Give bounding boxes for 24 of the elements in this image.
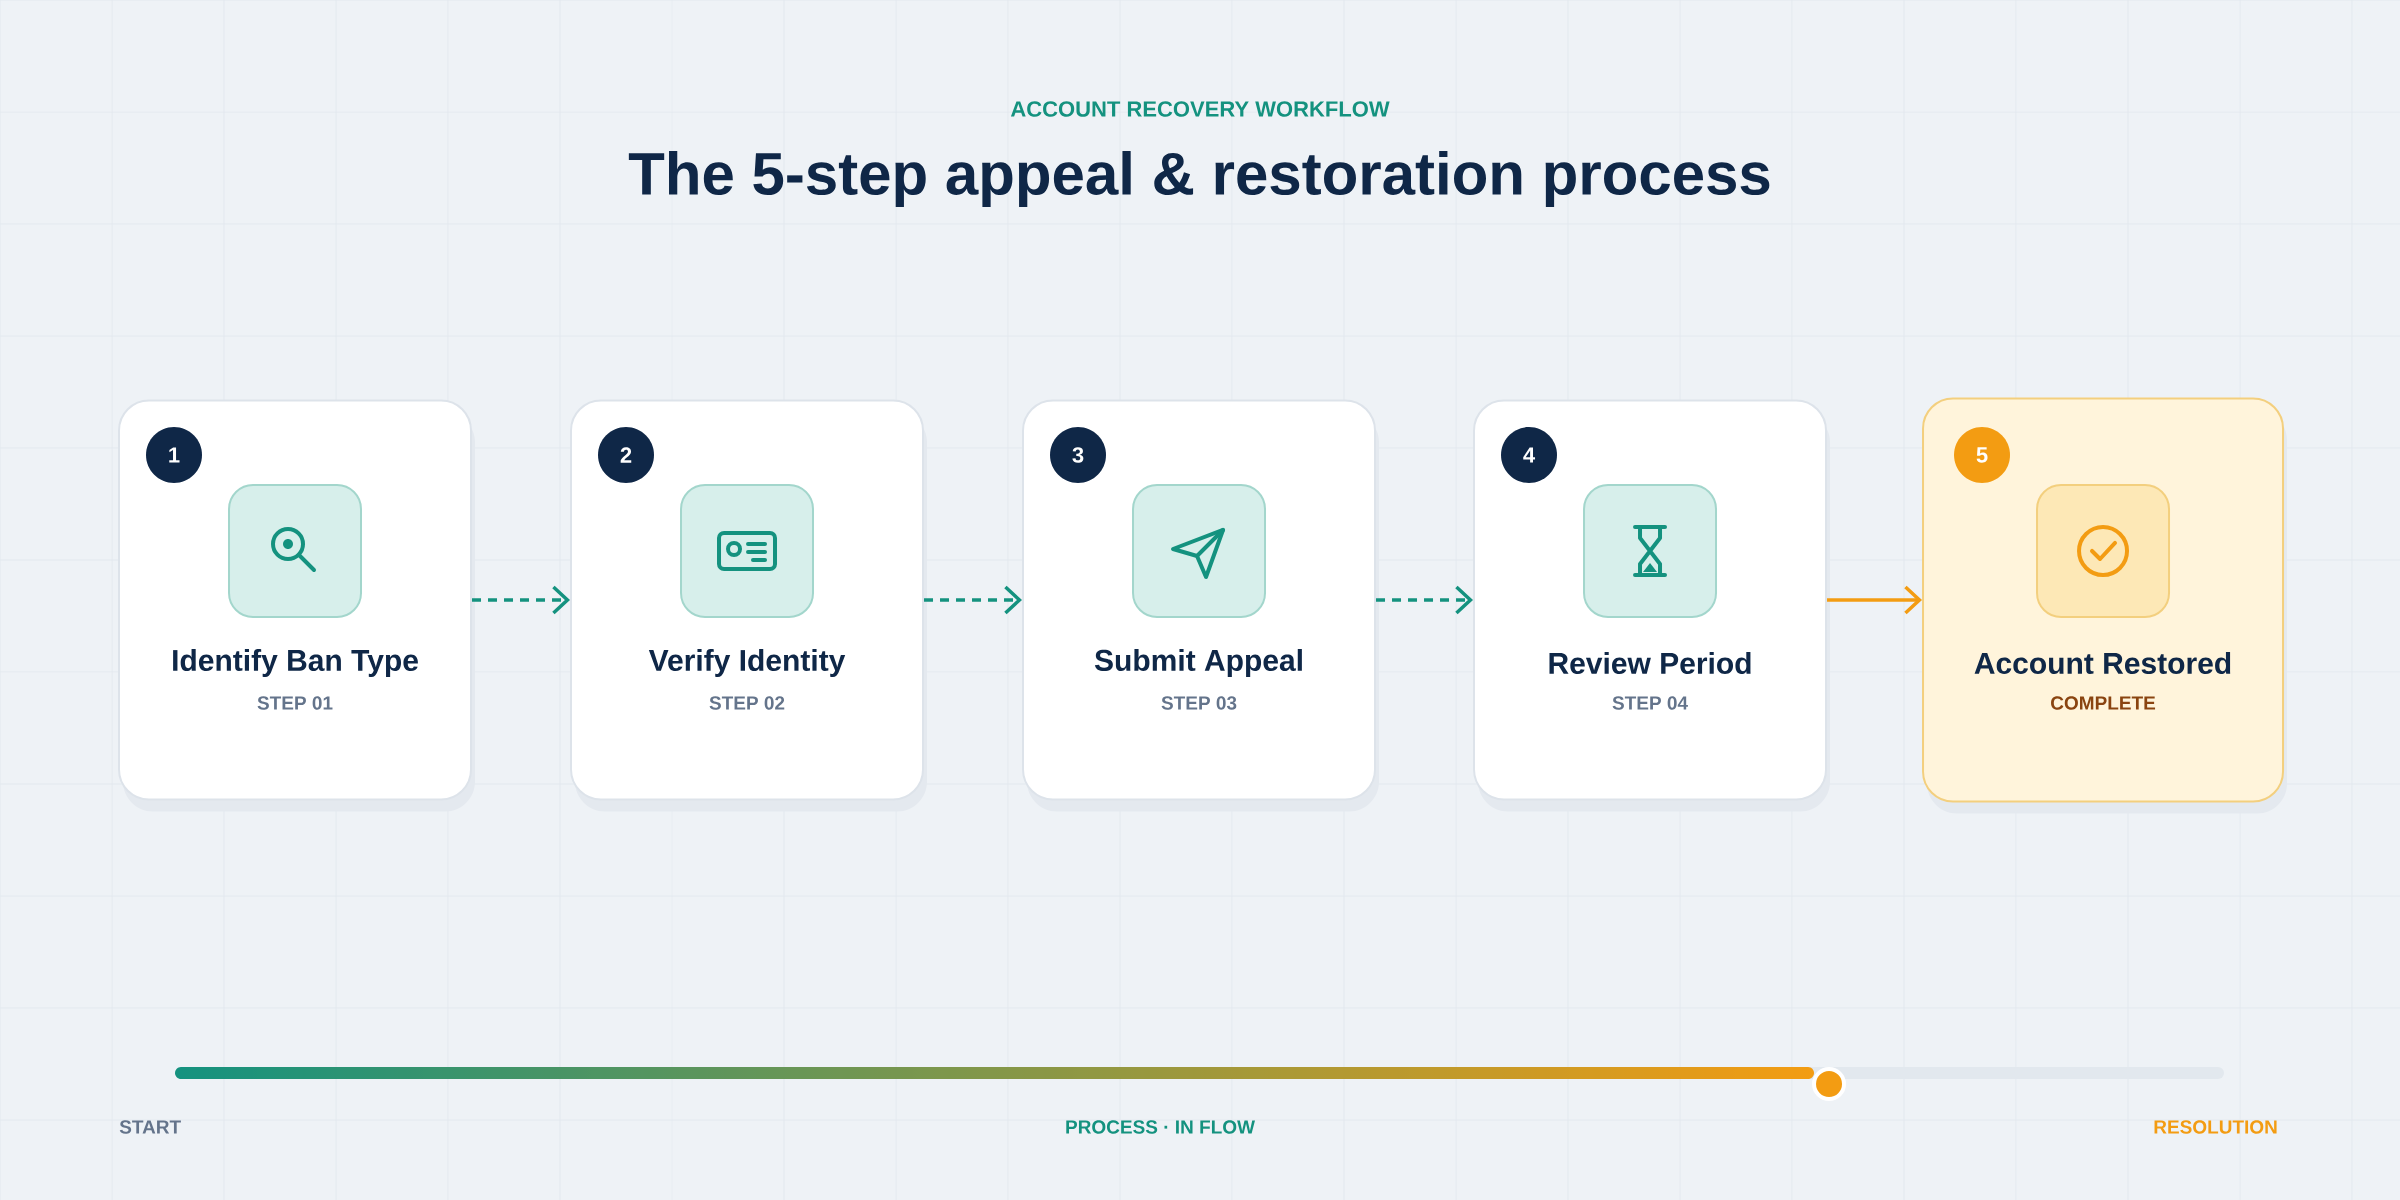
- step-label: STEP 02: [709, 696, 785, 710]
- arrow: [924, 585, 1022, 615]
- step-title: Account Restored: [1974, 652, 2231, 674]
- number-badge: 3: [1050, 427, 1106, 483]
- arrow: [472, 585, 570, 615]
- step-title: Submit Appeal: [1094, 649, 1302, 677]
- step-label: STEP 03: [1161, 696, 1237, 710]
- step-title: Verify Identity: [648, 649, 846, 677]
- arrow: [1827, 585, 1923, 615]
- number-badge: 1: [146, 427, 202, 483]
- arrow: [1376, 585, 1474, 615]
- step-label: STEP 04: [1612, 696, 1688, 710]
- step-label: COMPLETE: [2051, 696, 2156, 710]
- progress-label: START: [119, 1120, 181, 1134]
- title: The 5-step appeal & restoration process: [628, 151, 1770, 207]
- step-title: Identify Ban Type: [173, 649, 418, 677]
- progress-label: RESOLUTION: [2154, 1120, 2277, 1134]
- step-title: Review Period: [1549, 652, 1751, 674]
- progress-label: PROCESS · IN FLOW: [1066, 1120, 1255, 1134]
- step-label: STEP 01: [257, 696, 333, 710]
- kicker: ACCOUNT RECOVERY WORKFLOW: [1010, 101, 1390, 117]
- number-badge: 5: [1954, 427, 2010, 483]
- number-badge: 2: [598, 427, 654, 483]
- number-badge: 4: [1501, 427, 1557, 483]
